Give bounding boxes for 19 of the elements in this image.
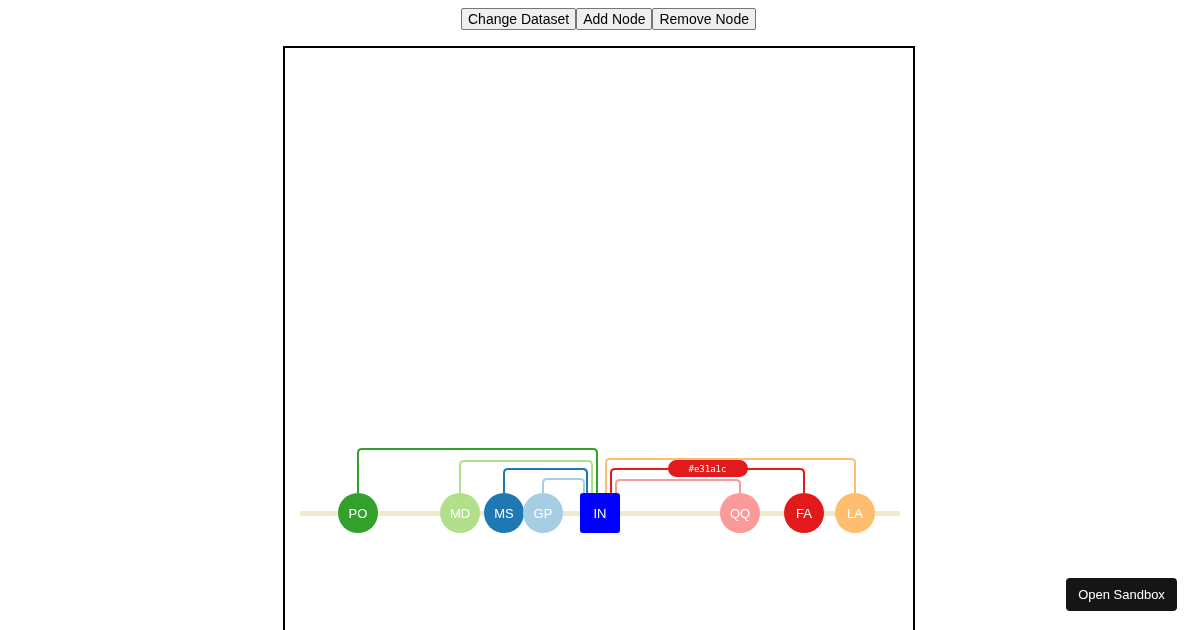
connector-line (357, 448, 598, 494)
connector-line (542, 478, 585, 494)
circle-node: LA (835, 493, 875, 533)
circle-node: GP (523, 493, 563, 533)
circle-node: FA (784, 493, 824, 533)
add-button: Add Node (576, 8, 653, 30)
dataset-button: Change Dataset (461, 8, 577, 30)
connector-line (605, 458, 856, 494)
square-node: IN (580, 493, 620, 533)
circle-node: QQ (720, 493, 760, 533)
circle-node: MS (484, 493, 524, 533)
open-button: Open Sandbox (1066, 578, 1177, 611)
connector-line (459, 460, 593, 494)
remove-button: Remove Node (652, 8, 756, 30)
circle-node: MD (440, 493, 480, 533)
connector-line (615, 479, 741, 494)
edge-label: #e31a1c (667, 460, 748, 477)
circle-node: PO (338, 493, 378, 533)
connector-line (503, 468, 588, 494)
